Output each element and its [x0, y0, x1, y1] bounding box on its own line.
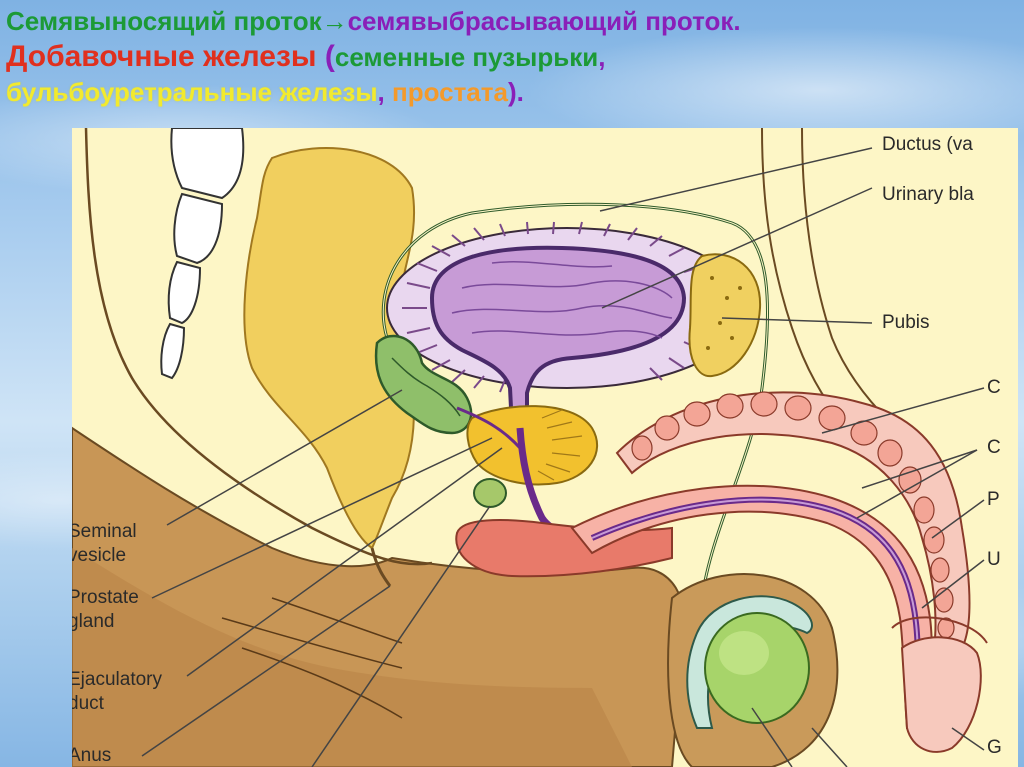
header-line-1: Семявыносящий проток→семявыбрасывающий п… [6, 4, 1020, 38]
bulbourethral-gland [474, 479, 506, 507]
label-prostate-1: Prostate [72, 586, 139, 610]
seminal-vesicles-term: семенные пузырьки [335, 42, 598, 72]
header-line-2: Добавочные железы (семенные пузырьки, [6, 38, 1020, 76]
pubis-bone [689, 254, 760, 376]
accessory-glands-term: Добавочные железы [6, 40, 317, 73]
vas-deferens-term: Семявыносящий проток [6, 6, 322, 36]
label-ejaculatory-2: duct [72, 692, 104, 716]
comma-1: , [598, 42, 605, 72]
label-p: P [987, 488, 1000, 512]
comma-2: , [378, 77, 392, 107]
label-g: G [987, 736, 1002, 760]
bladder-lumen [432, 248, 684, 428]
label-urinary-bladder: Urinary bla [882, 183, 974, 207]
label-seminal-vesicle-2: vesicle [72, 544, 126, 568]
arrow-icon: → [322, 6, 348, 36]
label-anus: Anus [72, 744, 111, 767]
anatomy-illustration [72, 128, 1018, 767]
glans-penis [902, 637, 981, 752]
header-line-3: бульбоуретральные железы, простата). [6, 76, 1020, 108]
prostate-gland [467, 406, 597, 484]
label-seminal-vesicle-1: Seminal [72, 520, 137, 544]
label-u: U [987, 548, 1001, 572]
anatomy-figure: Ductus (va Urinary bla Pubis C C P U G S… [72, 128, 1018, 767]
ejaculatory-duct-term: семявыбрасывающий проток. [348, 6, 741, 36]
label-prostate-2: gland [72, 610, 115, 634]
sacrum [161, 128, 243, 378]
close-paren: ). [508, 77, 524, 107]
slide-header: Семявыносящий проток→семявыбрасывающий п… [6, 0, 1020, 108]
label-ductus-deferens: Ductus (va [882, 133, 973, 157]
bulbourethral-glands-term: бульбоуретральные железы [6, 77, 378, 107]
testis-highlight [719, 631, 769, 675]
label-c-1: C [987, 376, 1001, 400]
label-ejaculatory-1: Ejaculatory [72, 668, 162, 692]
label-pubis: Pubis [882, 311, 930, 335]
open-paren: ( [317, 40, 335, 73]
prostate-term: простата [392, 77, 508, 107]
label-c-2: C [987, 436, 1001, 460]
